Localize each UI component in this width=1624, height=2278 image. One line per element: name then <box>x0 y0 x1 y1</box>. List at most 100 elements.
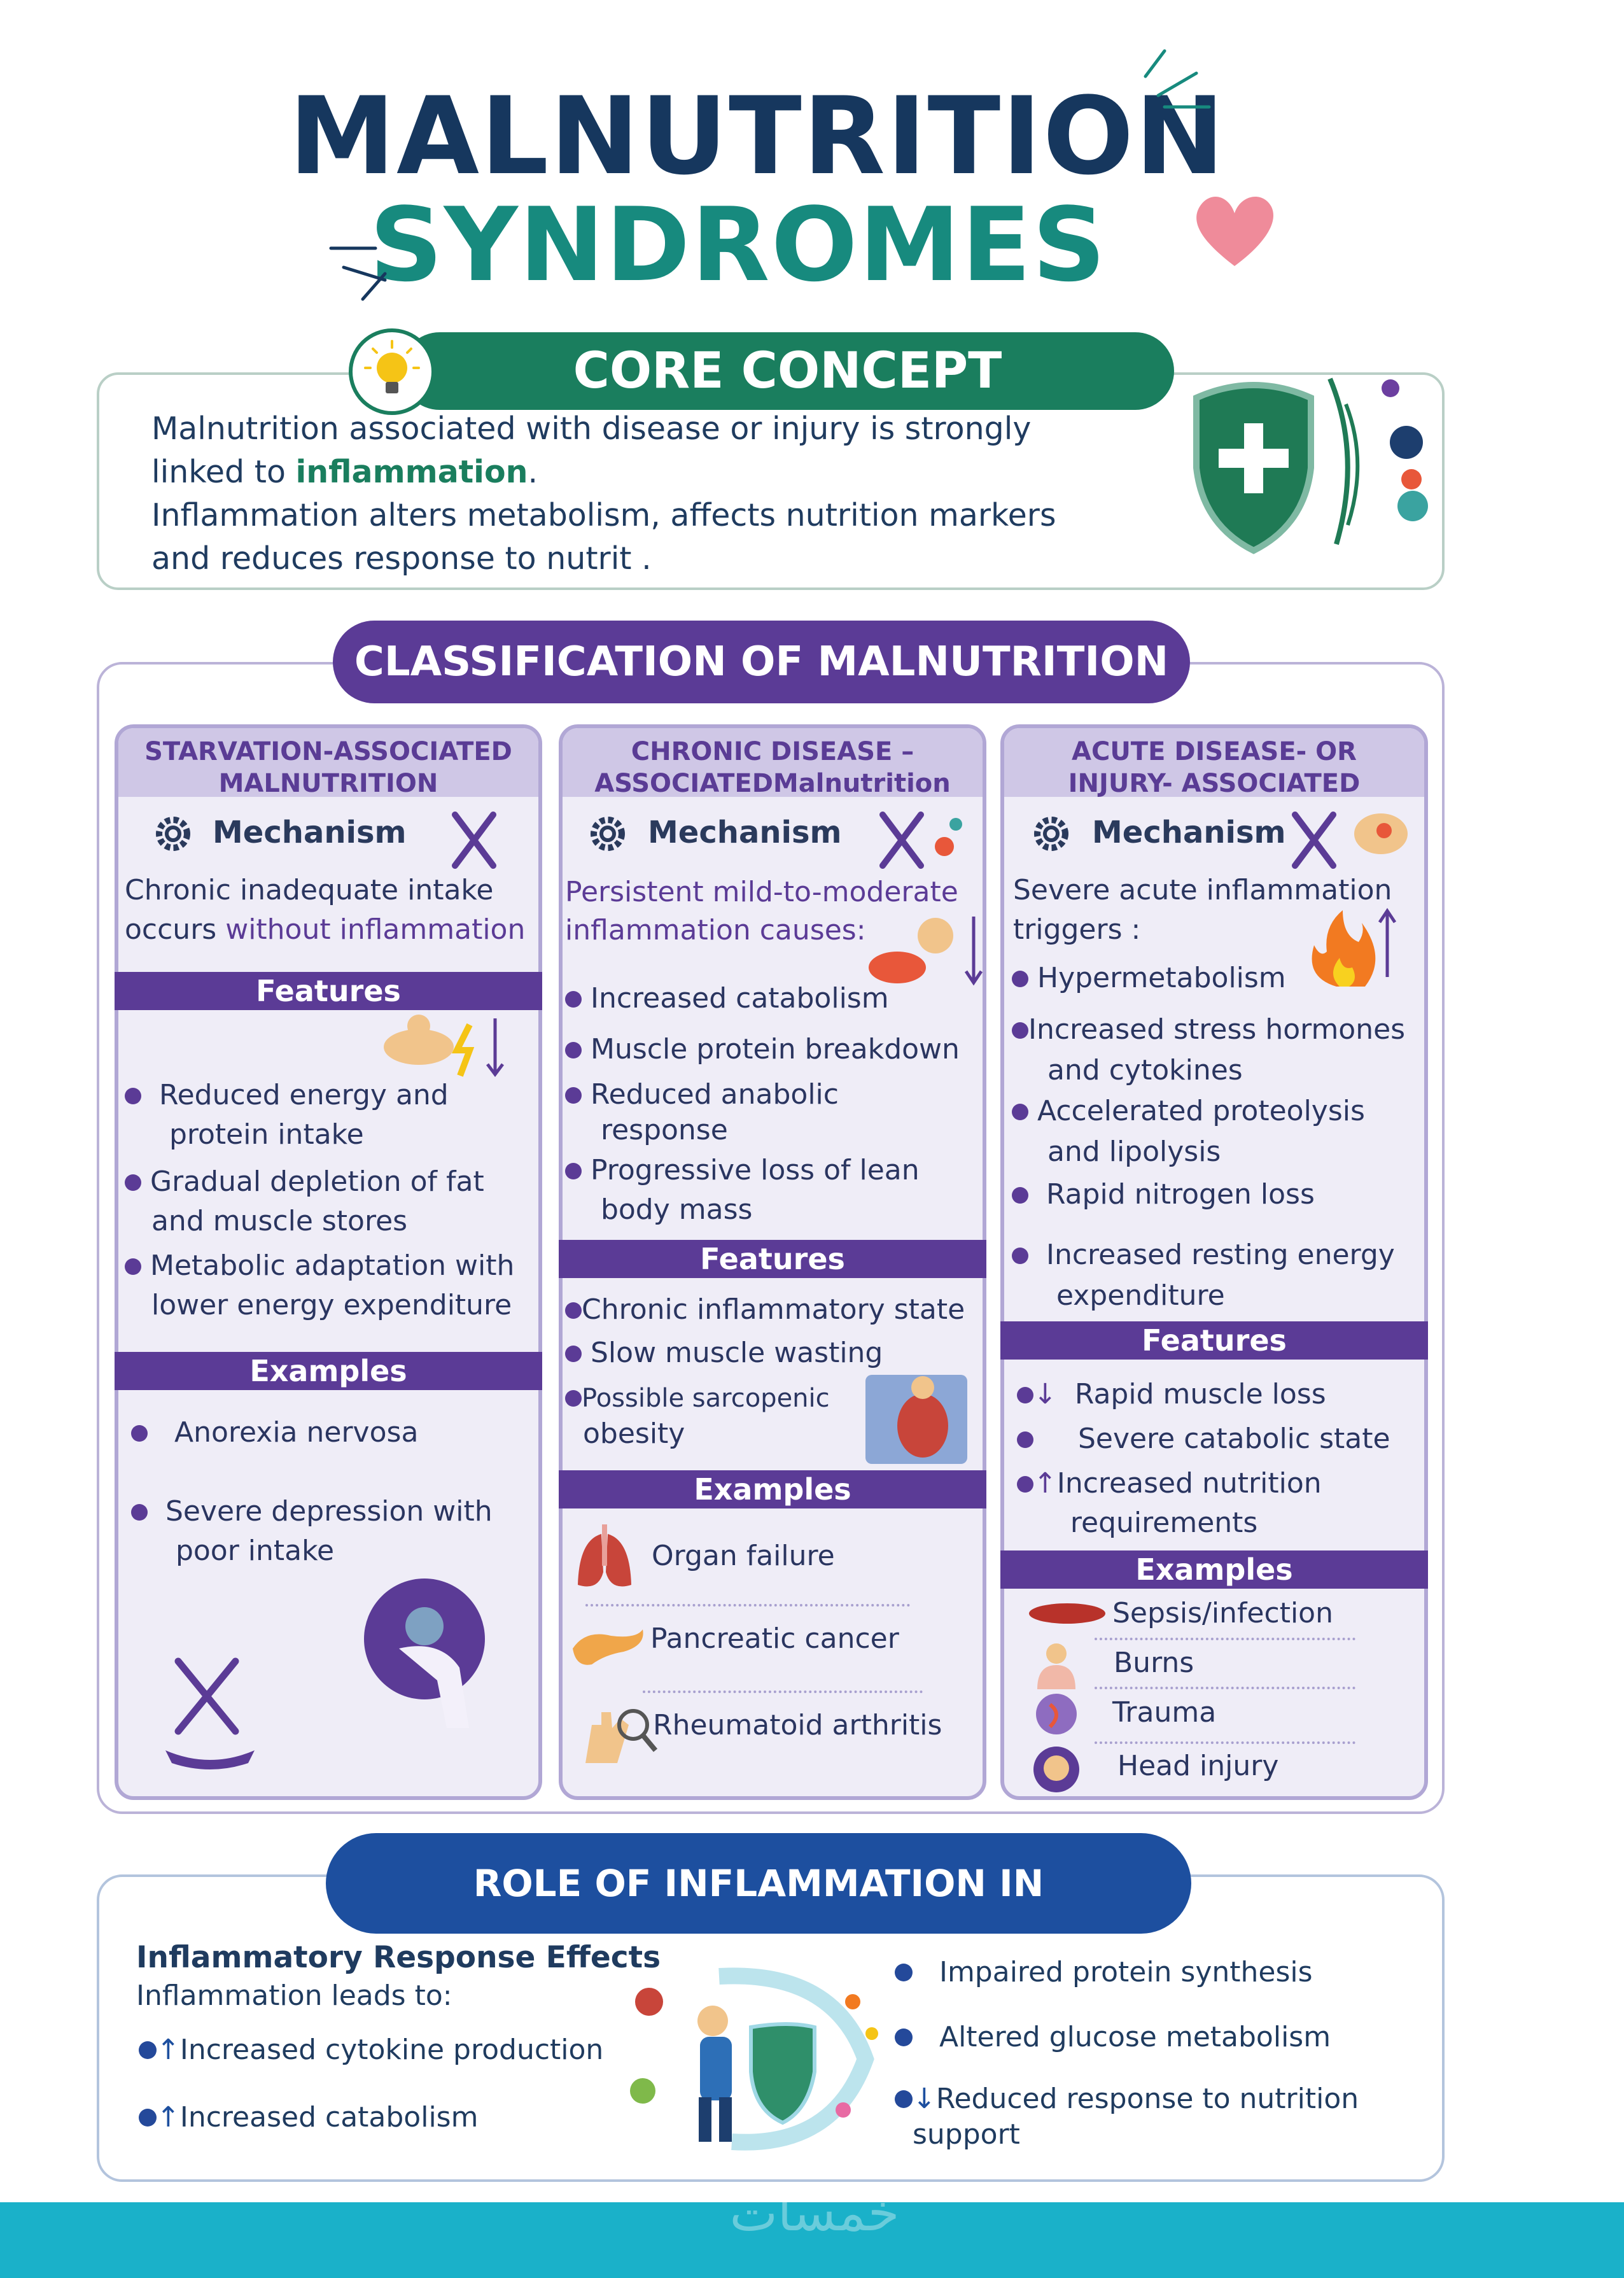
role-heading: ROLE OF INFLAMMATION IN MALNUTRITION <box>326 1833 1191 2006</box>
list-item: ↓Reduced response to nutrition support <box>895 2081 1423 2153</box>
col2-example-3: Rheumatoid arthritis <box>653 1709 942 1741</box>
role-left-list: ↑Increased cytokine production ↑Increase… <box>139 2030 648 2137</box>
divider <box>1095 1638 1355 1640</box>
divider <box>585 1604 910 1607</box>
sparkle-lines-icon <box>1144 49 1211 109</box>
list-item-line-2: expenditure <box>1056 1279 1225 1312</box>
list-item-line-2: and lipolysis <box>1047 1135 1221 1168</box>
arrow-up-icon: ↑ <box>157 2034 180 2066</box>
core-line-1: Malnutrition associated with disease or … <box>151 411 1032 447</box>
arrow-up-icon: ↑ <box>157 2101 180 2134</box>
col1-mech-line-1: Chronic inadequate intake <box>125 874 494 906</box>
core-concept-heading: CORE CONCEPT <box>401 332 1174 410</box>
col2-mechanism-text: Persistent mild-to-moderate inflammation… <box>565 873 979 950</box>
list-item-line-1: Increased stress hormones <box>1028 1013 1406 1046</box>
core-highlight: inflammation <box>295 454 528 490</box>
trauma-icon <box>1036 1694 1077 1734</box>
arrow-down-icon: ↓ <box>913 2083 936 2115</box>
fork-knife-plate-icon <box>165 1657 255 1769</box>
sparkle-lines-icon <box>329 246 387 301</box>
list-item: Hypermetabolism <box>1012 959 1425 998</box>
list-item: Metabolic adaptation with lower energy e… <box>125 1246 538 1325</box>
arrow-down-icon: ↓ <box>1033 1378 1057 1410</box>
col3-mechanism-label: Mechanism <box>1092 815 1286 850</box>
list-item: ↑Increased cytokine production <box>139 2030 648 2070</box>
col1-examples-list: Anorexia nervosa Severe depression with … <box>131 1413 538 1571</box>
list-item: Increased catabolism <box>565 979 979 1018</box>
list-item: Increased stress hormones and cytokines <box>1012 1009 1425 1091</box>
list-item: Rapid nitrogen loss <box>1012 1175 1425 1214</box>
column-acute-header: ACUTE DISEASE- OR INJURY- ASSOCIATED <box>1004 728 1424 798</box>
divider <box>1095 1741 1355 1744</box>
col3-features-bar: Features <box>1000 1321 1428 1360</box>
list-item: Altered glucose metabolism <box>895 2018 1423 2057</box>
col2-mechanism-list: Increased catabolism Muscle protein brea… <box>565 979 979 1230</box>
list-item: Increased resting energy expenditure <box>1012 1235 1425 1316</box>
list-item-label: Severe catabolic state <box>1077 1423 1390 1455</box>
col2-examples-bar: Examples <box>559 1470 986 1508</box>
col3-mechanism-list: Hypermetabolism Increased stress hormone… <box>1012 959 1425 1316</box>
col2-mechanism-label: Mechanism <box>648 815 842 850</box>
gear-icon <box>591 817 625 851</box>
burns-person-icon <box>1037 1643 1075 1689</box>
list-item-line-1: Anorexia nervosa <box>174 1416 419 1449</box>
list-item-line-1: Increased resting energy <box>1046 1239 1395 1271</box>
classification-heading: CLASSIFICATION OF MALNUTRITION <box>333 621 1190 703</box>
list-item-line-1: Reduced anabolic <box>591 1078 839 1111</box>
list-item-line-2: requirements <box>1070 1507 1258 1539</box>
list-item: Reduced anabolic response <box>565 1077 979 1148</box>
list-item-line-1: Reduced energy and <box>158 1079 449 1111</box>
list-item: Possible sarcopenic obesity <box>565 1380 985 1452</box>
list-item-line-1: Reduced response to nutrition <box>935 2083 1359 2115</box>
role-subheading: Inflammatory Response Effects <box>136 1940 661 1975</box>
arthritis-hand-magnifier-icon <box>585 1709 658 1763</box>
gear-icon <box>1034 817 1068 851</box>
list-item: ↑Increased nutrition requirements <box>1017 1464 1424 1543</box>
list-item: Reduced energy and protein intake <box>125 1076 538 1155</box>
list-item-line-2: protein intake <box>169 1118 364 1151</box>
column-starvation-header: STARVATION-ASSOCIATED MALNUTRITION <box>118 728 538 798</box>
list-item: ↓ Rapid muscle loss <box>1017 1375 1424 1414</box>
fire-up-arrow-icon <box>1312 908 1397 987</box>
list-item-line-2: and cytokines <box>1047 1054 1243 1086</box>
list-item-line-2: obesity <box>582 1417 685 1450</box>
list-item-line-1: Possible sarcopenic <box>582 1384 830 1413</box>
divider <box>643 1691 923 1693</box>
heart-icon <box>1196 196 1273 266</box>
fork-knife-injury-icon <box>1292 812 1408 869</box>
list-item-line-1: Rapid nitrogen loss <box>1046 1178 1315 1211</box>
list-item-label: Increased cytokine production <box>179 2034 604 2066</box>
watermark: خمسات <box>729 2183 900 2242</box>
list-item: Impaired protein synthesis <box>895 1953 1423 1992</box>
list-item: Severe catabolic state <box>1017 1419 1424 1459</box>
list-item-line-1: Metabolic adaptation with <box>150 1249 515 1282</box>
list-item-line-1: Progressive loss of lean <box>591 1154 920 1186</box>
muscle-breakdown-icon <box>869 917 983 986</box>
col3-example-2: Burns <box>1114 1647 1194 1679</box>
list-item-line-1: Hypermetabolism <box>1037 962 1286 994</box>
sarcopenic-obesity-icon <box>865 1375 967 1464</box>
col1-title-1: STARVATION-ASSOCIATED <box>144 737 512 766</box>
list-item-line-2: response <box>600 1114 728 1146</box>
col3-example-4: Head injury <box>1117 1750 1279 1782</box>
lightbulb-icon <box>349 328 435 415</box>
list-item-label: Altered glucose metabolism <box>939 2021 1331 2053</box>
col1-features-bar: Features <box>115 972 542 1010</box>
col1-mech-highlight: without inflammation <box>225 913 526 946</box>
list-item-line-2: poor intake <box>175 1535 335 1567</box>
core-line-3: Inflammation alters metabolism, affects … <box>151 497 1056 533</box>
list-item-line-1: Severe depression with <box>165 1495 493 1528</box>
col3-mechanism-text: Severe acute inflammation triggers : <box>1013 871 1420 950</box>
col2-mech-line-2: inflammation causes: <box>565 914 866 946</box>
fork-knife-virus-icon <box>879 812 962 869</box>
col3-examples-bar: Examples <box>1000 1550 1428 1589</box>
list-item-line-2: and muscle stores <box>151 1205 408 1237</box>
fork-knife-icon <box>452 812 496 869</box>
pancreas-icon <box>573 1629 643 1665</box>
title-line-2: SYNDROMES <box>369 185 1107 304</box>
col3-example-3: Trauma <box>1112 1696 1217 1729</box>
col2-example-1: Organ failure <box>652 1540 835 1572</box>
column-chronic-header: CHRONIC DISEASE – ASSOCIATEDMalnutrition <box>563 728 983 798</box>
col2-title-1: CHRONIC DISEASE – <box>631 737 914 766</box>
list-item-line-2: support <box>912 2118 1020 2151</box>
